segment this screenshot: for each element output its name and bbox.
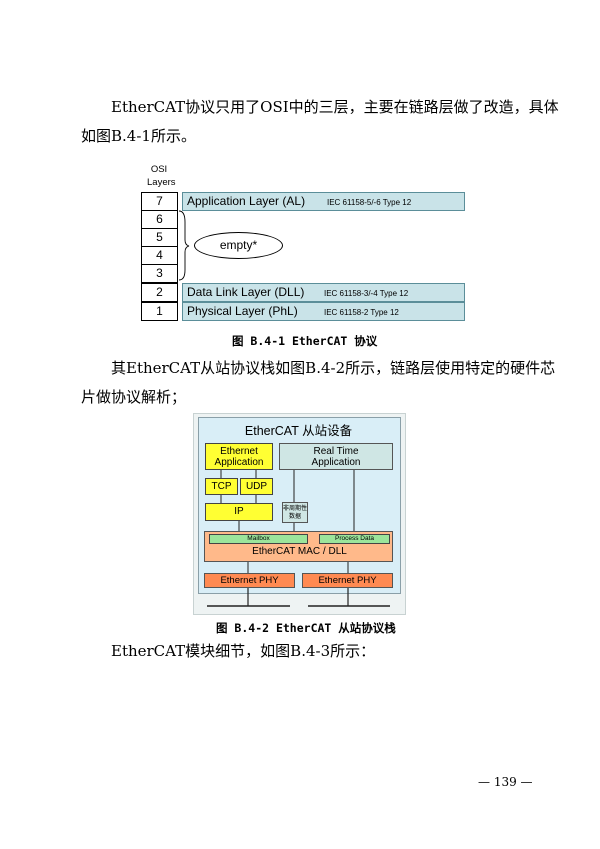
ip-box: IP (205, 503, 273, 521)
osi-header-line2: Layers (147, 177, 176, 188)
layer-bar-datalink: Data Link Layer (DLL) IEC 61158-3/-4 Typ… (182, 283, 465, 302)
layer-name-application: Application Layer (AL) (187, 194, 306, 208)
layer-bar-physical: Physical Layer (PhL) IEC 61158-2 Type 12 (182, 302, 465, 321)
page-number: — 139 — (478, 775, 533, 789)
para2-line-2: 片做协议解析； (81, 388, 187, 406)
empty-ellipse: empty* (194, 232, 283, 259)
udp-box: UDP (240, 478, 273, 495)
layer-name-physical: Physical Layer (PhL) (187, 304, 298, 318)
layer-num-5: 5 (141, 228, 178, 247)
mailbox-box: Mailbox (209, 534, 308, 544)
process-data-box: Process Data (319, 534, 390, 544)
empty-brace (178, 210, 190, 281)
ethernet-phy-1: Ethernet PHY (204, 573, 295, 588)
para2-line-1: 其EtherCAT从站协议栈如图B.4-2所示，链路层使用特定的硬件芯 (111, 359, 556, 377)
ethernet-phy-2: Ethernet PHY (302, 573, 393, 588)
osi-header-line1: OSI (150, 164, 168, 175)
intro-line-1: EtherCAT协议只用了OSI中的三层，主要在链路层做了改造，具体 (111, 98, 559, 116)
layer-num-1: 1 (141, 302, 178, 321)
slave-title: EtherCAT 从站设备 (244, 424, 353, 438)
layer-bar-application: Application Layer (AL) IEC 61158-5/-6 Ty… (182, 192, 465, 211)
layer-num-2: 2 (141, 283, 178, 302)
intro-line-2: 如图B.4-1所示。 (81, 127, 196, 145)
layer-num-3: 3 (141, 264, 178, 283)
acyclic-data-box: 非周期性数据 (282, 502, 308, 523)
ethercat-mac-label: EtherCAT MAC / DLL (252, 546, 347, 557)
tcp-box: TCP (205, 478, 238, 495)
para3: EtherCAT模块细节，如图B.4-3所示： (111, 642, 376, 660)
figure-caption-2: 图 B.4-2 EtherCAT 从站协议栈 (216, 621, 396, 635)
ethercat-mac-box: Mailbox Process Data EtherCAT MAC / DLL (204, 531, 393, 562)
layer-std-physical: IEC 61158-2 Type 12 (324, 308, 399, 317)
realtime-application-box: Real Time Application (279, 443, 393, 470)
osi-header: OSI Layers (147, 163, 176, 189)
figure-caption-1: 图 B.4-1 EtherCAT 协议 (232, 334, 378, 348)
layer-name-datalink: Data Link Layer (DLL) (187, 285, 305, 299)
layer-std-datalink: IEC 61158-3/-4 Type 12 (324, 289, 409, 298)
layer-std-application: IEC 61158-5/-6 Type 12 (327, 198, 412, 207)
ethernet-application-box: Ethernet Application (205, 443, 273, 470)
